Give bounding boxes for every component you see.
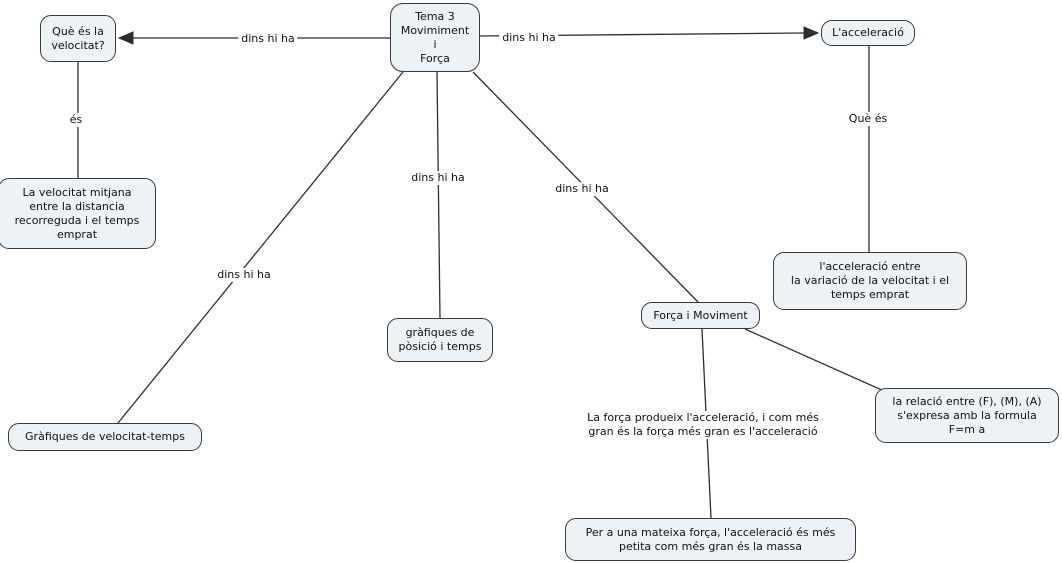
concept-node-acceleracio[interactable]: L'acceleració [821,20,915,46]
edge-label-dins-hi-ha-graf-velocitat[interactable]: dins hi ha [214,268,274,282]
edge-label-dins-hi-ha-acceleracio[interactable]: dins hi ha [499,31,559,45]
edge-label-forca-produeix[interactable]: La força produeix l'acceleració, i com m… [584,411,822,439]
concept-node-mateixa-forca[interactable]: Per a una mateixa força, l'acceleració é… [565,518,856,561]
concept-node-que-es-velocitat[interactable]: Què és la velocitat? [40,15,116,62]
arrowhead-right-icon [803,26,820,40]
edge-label-dins-hi-ha-velocitat[interactable]: dins hi ha [238,32,298,46]
arrowhead-left-icon [117,31,134,45]
concept-node-velocitat-mitjana[interactable]: La velocitat mitjana entre la distancia … [0,178,156,249]
edge-label-que-es[interactable]: Què és [845,112,891,126]
concept-node-tema3[interactable]: Tema 3 Movimiment i Força [390,3,480,72]
concept-node-grafiques-posicio[interactable]: gràfiques de pòsició i temps [387,318,493,362]
edge-label-dins-hi-ha-graf-posicio[interactable]: dins hi ha [408,171,468,185]
concept-node-forca-moviment[interactable]: Força i Moviment [641,302,760,329]
edge-label-es[interactable]: és [66,113,86,127]
concept-node-acceleracio-entre[interactable]: l'acceleració entre la variació de la ve… [773,252,967,310]
edge-label-dins-hi-ha-forca[interactable]: dins hi ha [552,182,612,196]
concept-node-relacio-formula[interactable]: la relació entre (F), (M), (A) s'expresa… [875,388,1059,443]
concept-node-grafiques-velocitat[interactable]: Gràfiques de velocitat-temps [8,423,202,451]
